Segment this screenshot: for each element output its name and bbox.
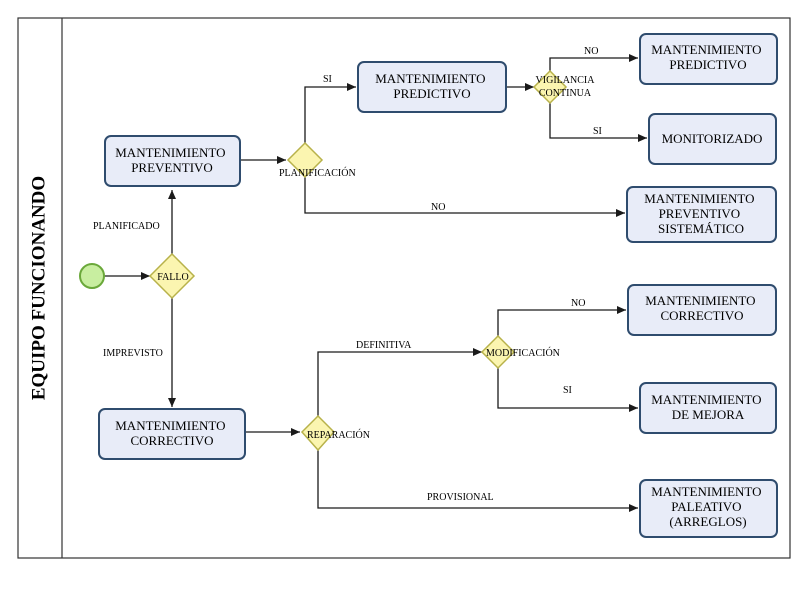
label-definitiva: DEFINITIVA [356,340,412,351]
task-mantenimiento-paleativo[interactable]: MANTENIMIENTO PALEATIVO (ARREGLOS) [639,479,778,538]
label-imprevisto: IMPREVISTO [103,348,163,359]
task-mantenimiento-predictivo-mid[interactable]: MANTENIMIENTO PREDICTIVO [357,61,507,113]
label-si-predictivo: SI [323,74,332,85]
lane-title: EQUIPO FUNCIONANDO [28,176,49,400]
task-predictivo-mid-line-1: MANTENIMIENTO [375,71,485,86]
svg-text:MANTENIMIENTO PREDICTIVO: MANTENIMIENTO PREDICTIVO [651,42,765,72]
svg-text:MANTENIMIENTO PREDICTIVO: MANTENIMIENTO PREDICTIVO [375,71,489,101]
label-si-monitorizado: SI [593,126,602,137]
svg-text:MONITORIZADO: MONITORIZADO [662,131,763,146]
task-mantenimiento-predictivo-top[interactable]: MANTENIMIENTO PREDICTIVO [639,33,778,85]
task-predictivo-top-line-2: PREDICTIVO [669,57,746,72]
gateway-planificacion[interactable]: PLANIFICACIÓN [279,141,356,179]
task-paleativo-line-1: MANTENIMIENTO [651,484,761,499]
task-mejora-line-2: DE MEJORA [672,407,745,422]
gateway-vigilancia-label-2: CONTINUA [539,88,592,99]
gateway-vigilancia-label-1: VIGILANCIA [536,75,596,86]
label-no-predictivo: NO [584,46,598,57]
task-mantenimiento-correctivo[interactable]: MANTENIMIENTO CORRECTIVO [98,408,246,460]
task-predictivo-mid-line-2: PREDICTIVO [393,86,470,101]
task-correctivo-line-1: MANTENIMIENTO [115,418,225,433]
svg-text:MANTENIMIENTO PREVENTIVO: MANTENIMIENTO PREVENTIVO SISTEMÁTICO [644,191,758,236]
edge-vigilancia-monitorizado [549,103,647,142]
label-provisional: PROVISIONAL [427,492,494,503]
edge-planificacion-predictivo [304,83,356,143]
gateway-fallo[interactable]: FALLO [148,252,196,300]
task-preventivo-line-1: MANTENIMIENTO [115,145,225,160]
svg-text:MANTENIMIENTO PREVENTIVO: MANTENIMIENTO PREVENTIVO [115,145,229,175]
task-sistematico-line-2: PREVENTIVO [659,206,741,221]
task-sistematico-line-3: SISTEMÁTICO [658,221,744,236]
gateway-modificacion[interactable]: MODIFICACIÓN [480,334,560,370]
task-predictivo-top-line-1: MANTENIMIENTO [651,42,761,57]
gateway-vigilancia[interactable]: VIGILANCIA CONTINUA [532,69,596,105]
task-correctivo-line-2: CORRECTIVO [130,433,213,448]
task-correctivo-right-line-1: MANTENIMIENTO [645,293,755,308]
start-event[interactable] [79,263,105,289]
gateway-planificacion-label: PLANIFICACIÓN [279,167,356,179]
task-mejora-line-1: MANTENIMIENTO [651,392,761,407]
task-monitorizado-line-1: MONITORIZADO [662,131,763,146]
label-no-correctivo: NO [571,298,585,309]
task-mantenimiento-preventivo[interactable]: MANTENIMIENTO PREVENTIVO [104,135,241,187]
edge-vigilancia-predictivo [549,54,638,71]
task-monitorizado[interactable]: MONITORIZADO [648,113,777,165]
svg-text:MANTENIMIENTO CORRECTIVO: MANTENIMIENTO CORRECTIVO [115,418,229,448]
gateway-reparacion[interactable]: REPARACIÓN [300,414,370,452]
edge-modificacion-mejora [497,368,638,412]
svg-text:MANTENIMIENTO PALEATIVO: MANTENIMIENTO PALEATIVO (ARREGLOS) [651,484,765,529]
task-sistematico-line-1: MANTENIMIENTO [644,191,754,206]
label-no-sistematico: NO [431,202,445,213]
edge-planificacion-sistematico [304,177,625,217]
task-paleativo-line-2: PALEATIVO [671,499,741,514]
svg-text:MANTENIMIENTO DE MEJORA: MANTENIMIENTO DE MEJORA [651,392,765,422]
edge-reparacion-paleativo [317,450,638,512]
task-mantenimiento-de-mejora[interactable]: MANTENIMIENTO DE MEJORA [639,382,777,434]
task-correctivo-right-line-2: CORRECTIVO [660,308,743,323]
task-mantenimiento-preventivo-sistematico[interactable]: MANTENIMIENTO PREVENTIVO SISTEMÁTICO [626,186,777,243]
gateway-modificacion-label: MODIFICACIÓN [486,347,560,359]
label-planificado: PLANIFICADO [93,221,160,232]
edge-modificacion-correctivo [497,306,626,336]
edge-reparacion-modificacion [317,348,482,416]
task-mantenimiento-correctivo-right[interactable]: MANTENIMIENTO CORRECTIVO [627,284,777,336]
gateway-fallo-label: FALLO [157,272,188,283]
task-preventivo-line-2: PREVENTIVO [131,160,213,175]
gateway-reparacion-label: REPARACIÓN [307,429,370,441]
svg-text:MANTENIMIENTO CORRECTIVO: MANTENIMIENTO CORRECTIVO [645,293,759,323]
task-paleativo-line-3: (ARREGLOS) [669,514,746,529]
label-si-mejora: SI [563,385,572,396]
